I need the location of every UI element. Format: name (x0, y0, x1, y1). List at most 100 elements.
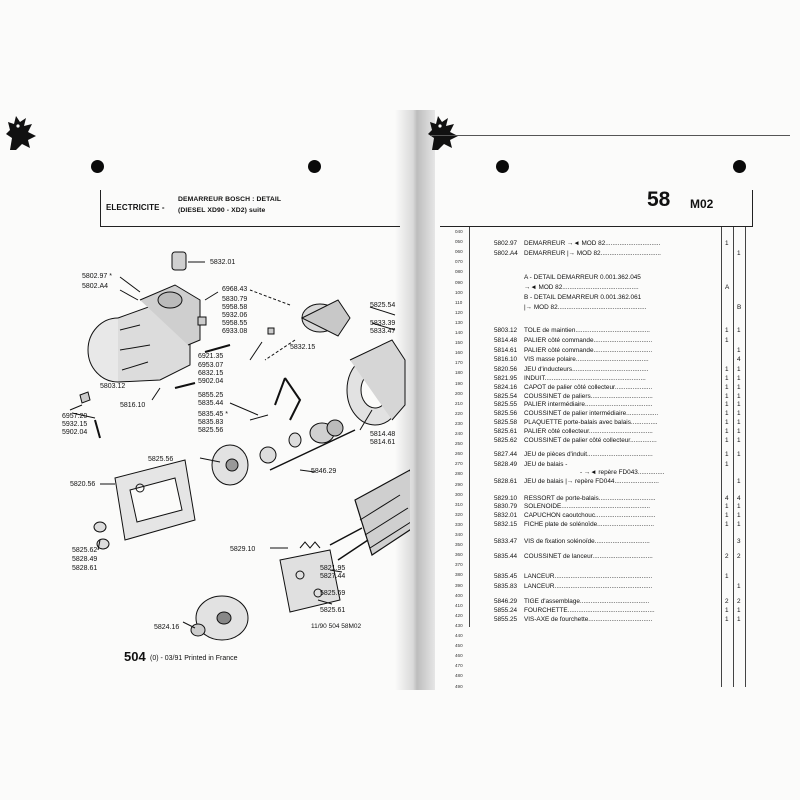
part-reference: 5821.95 (494, 375, 518, 382)
part-description: DEMARREUR →◄ MOD 82.....................… (524, 240, 661, 247)
row-number: 470 (455, 663, 463, 669)
header-rule-bottom-right (440, 226, 752, 227)
quantity-mark: 1 (725, 451, 729, 458)
row-number: 070 (455, 259, 463, 265)
row-number: 180 (455, 370, 463, 376)
part-callout: 5958.55 (222, 320, 248, 327)
row-number: 160 (455, 350, 463, 356)
row-number: 390 (455, 582, 463, 588)
part-callout: 5814.61 (370, 439, 396, 446)
part-reference: 5825.61 (494, 428, 518, 435)
parts-row: |→ MOD 82...............................… (524, 304, 646, 311)
quantity-mark: 1 (737, 607, 741, 614)
starter-body (87, 284, 201, 383)
right-page (410, 0, 800, 800)
quantity-mark: A (725, 284, 730, 291)
peugeot-lion-logo-left (6, 116, 36, 150)
part-description: PLAQUETTE porte-balais avec balais......… (524, 419, 658, 426)
quantity-mark: B (737, 304, 742, 311)
row-number: 460 (455, 653, 463, 659)
row-number: 250 (455, 441, 463, 447)
part-description: B - DETAIL DEMARREUR 0.001.362.061 (524, 294, 642, 301)
row-number: 300 (455, 491, 463, 497)
quantity-mark: 1 (737, 512, 741, 519)
quantity-mark: 1 (725, 337, 729, 344)
quantity-mark: 4 (725, 495, 729, 502)
part-description: INDUIT..................................… (524, 375, 646, 382)
part-description: COUSSINET de palier intermédiaire.......… (524, 410, 659, 417)
row-number: 260 (455, 451, 463, 457)
part-description: PALIER intermédiaire....................… (524, 401, 653, 408)
row-number: 410 (455, 602, 463, 608)
part-description: →◄ MOD 82...............................… (524, 284, 639, 291)
part-callout: 5825.54 (370, 302, 396, 309)
part-callout: 5902.04 (198, 378, 224, 385)
row-number: 150 (455, 340, 463, 346)
part-callout: 5828.61 (72, 565, 98, 572)
section-title: ELECTRICITE - (106, 203, 165, 212)
quantity-mark: 1 (737, 521, 741, 528)
part-reference: 5825.55 (494, 401, 518, 408)
part-callout: 6957.20 (62, 413, 88, 420)
row-number: 210 (455, 400, 463, 406)
parts-row: →◄ MOD 82...............................… (524, 284, 639, 291)
part-callout: 5825.62 (72, 547, 98, 554)
quantity-mark: 1 (725, 512, 729, 519)
row-number: 090 (455, 279, 463, 285)
row-number: 450 (455, 643, 463, 649)
row-number: 060 (455, 249, 463, 255)
row-number: 370 (455, 562, 463, 568)
row-number: 050 (455, 239, 463, 245)
part-callout: 5827.44 (320, 573, 346, 580)
quantity-mark: 1 (737, 366, 741, 373)
part-reference: 5816.10 (494, 356, 518, 363)
part-callout: 5932.15 (62, 421, 88, 428)
part-description: COUSSINET de palier côté collecteur.....… (524, 437, 657, 444)
row-number: 130 (455, 319, 463, 325)
header-right-border (752, 190, 753, 227)
part-description: JEU d'inducteurs........................… (524, 366, 649, 373)
part-callout: 5932.06 (222, 312, 248, 319)
part-reference: 5814.48 (494, 337, 518, 344)
parts-row: - →◄ repère FD043............... (580, 469, 664, 476)
table-line-rownum (469, 227, 470, 627)
row-number: 200 (455, 390, 463, 396)
part-callout: 5814.48 (370, 431, 396, 438)
part-description: PALIER côté commande....................… (524, 347, 653, 354)
parts-row: 5825.56 COUSSINET de palier intermédiaire… (494, 410, 658, 417)
part-callout: 5802.97 * (82, 273, 112, 280)
row-number: 440 (455, 633, 463, 638)
exploded-starter-diagram (69, 251, 410, 641)
part-description: - →◄ repère FD043............... (580, 469, 665, 476)
part-reference: 5855.24 (494, 607, 518, 614)
part-reference: 5828.61 (494, 478, 518, 485)
row-number: 240 (455, 431, 463, 436)
part-reference: 5814.61 (494, 347, 518, 354)
quantity-mark: 1 (725, 375, 729, 382)
row-number: 360 (455, 552, 463, 558)
row-number: 080 (455, 269, 463, 275)
part-description: FOURCHETTE..............................… (524, 607, 655, 614)
part-description: SOLENOIDE...............................… (524, 503, 651, 510)
part-callout: 5832.15 (290, 344, 316, 351)
part-reference: 5827.44 (494, 451, 518, 458)
header-rule-bottom-left (100, 226, 400, 227)
row-number: 430 (455, 622, 463, 628)
part-description: A - DETAIL DEMARREUR 0.001.362.045 (524, 274, 641, 281)
quantity-mark: 2 (725, 598, 729, 605)
part-callout: 5824.16 (154, 624, 180, 631)
quantity-mark: 1 (725, 240, 729, 247)
part-callout: 5802.A4 (82, 283, 109, 290)
part-reference: 5825.56 (494, 410, 518, 417)
quantity-mark: 2 (737, 553, 741, 560)
quantity-mark: 1 (725, 366, 729, 373)
part-description: JEU de balais |→ repère FD044...........… (524, 478, 659, 485)
